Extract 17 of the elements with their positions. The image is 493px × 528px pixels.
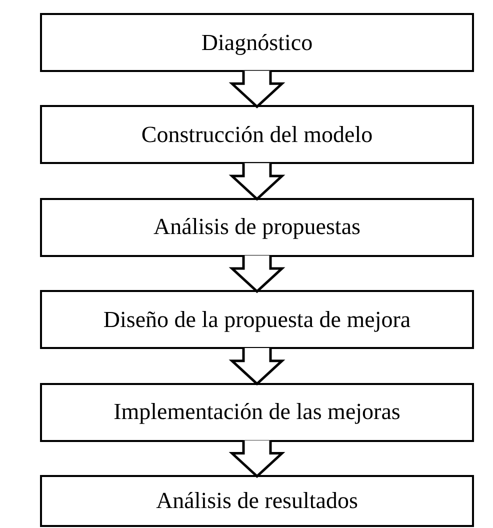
step-label: Diseño de la propuesta de mejora bbox=[103, 306, 411, 333]
step-label: Diagnóstico bbox=[201, 30, 313, 56]
step-label: Análisis de resultados bbox=[156, 488, 358, 514]
process-box bbox=[40, 105, 474, 164]
block-arrow bbox=[228, 346, 286, 386]
process-box bbox=[40, 382, 474, 442]
process-box bbox=[40, 475, 474, 527]
block-arrow bbox=[228, 162, 286, 201]
block-arrow bbox=[228, 439, 286, 478]
step-label: Implementación de las mejoras bbox=[114, 399, 400, 426]
process-box bbox=[40, 198, 474, 257]
step-label: Análisis de propuestas bbox=[154, 214, 360, 240]
step-label: Construcción del modelo bbox=[141, 122, 373, 148]
block-arrow bbox=[228, 70, 286, 108]
process-box bbox=[40, 13, 474, 72]
block-arrow bbox=[228, 254, 286, 294]
process-box bbox=[40, 290, 474, 350]
